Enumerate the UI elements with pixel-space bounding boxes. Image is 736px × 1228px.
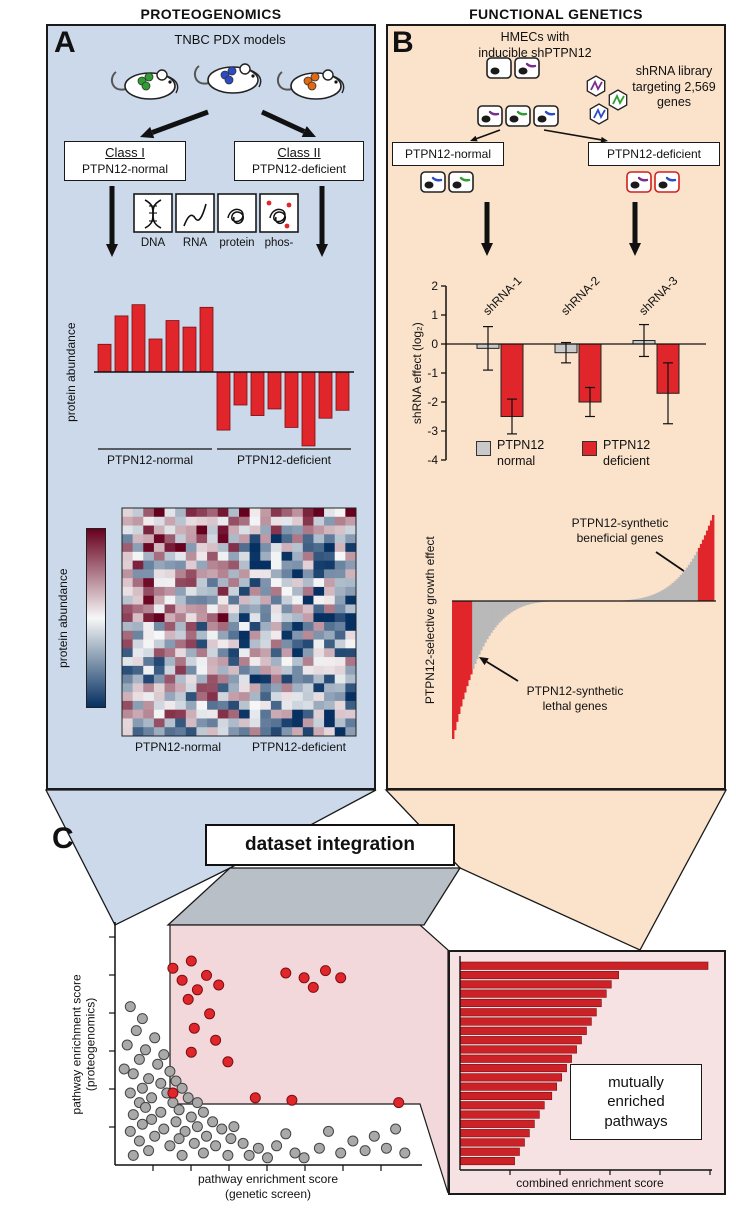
heatmap-group-deficient-label: PTPN12-deficient — [251, 740, 347, 754]
legend-label-deficient: PTPN12 deficient — [603, 438, 651, 468]
bar-group-normal-label: PTPN12-normal — [106, 453, 194, 467]
class1-desc: PTPN12-normal — [81, 161, 169, 176]
funnel-integration — [166, 867, 462, 926]
shrna-library-note: shRNA library targeting 2,569 genes — [632, 64, 716, 110]
class1-box: Class I PTPN12-normal — [64, 141, 186, 181]
class2-name: Class II — [277, 145, 321, 161]
dataset-integration-box: dataset integration — [205, 824, 455, 866]
scatter-ylabel: pathway enrichment score (proteogenomics… — [69, 974, 98, 1115]
funnel-genetics — [384, 789, 728, 951]
legend-label-normal: PTPN12 normal — [497, 438, 545, 468]
panel-b-header: FUNCTIONAL GENETICS — [469, 6, 643, 22]
funnel-enriched-quadrant — [169, 924, 449, 1194]
combined-xlabel: combined enrichment score — [516, 1176, 664, 1190]
heatmap-colorbar — [86, 528, 106, 708]
growth-effect-axis-label: PTPN12-selective growth effect — [422, 536, 437, 705]
pathway-scatter-chart — [109, 922, 422, 1171]
beneficial-genes-annotation: PTPN12-synthetic beneficial genes — [571, 516, 669, 545]
hmec-title: HMECs with inducible shPTPN12 — [478, 30, 592, 60]
legend-swatch-normal — [476, 441, 491, 456]
omics-label-protein: protein — [219, 237, 255, 249]
b-deficient-box: PTPN12-deficient — [588, 142, 720, 166]
class1-name: Class I — [105, 145, 145, 161]
lethal-genes-annotation: PTPN12-synthetic lethal genes — [526, 684, 624, 713]
bar-group-deficient-label: PTPN12-deficient — [236, 453, 332, 467]
pdx-models-title: TNBC PDX models — [174, 32, 286, 47]
b-normal-box: PTPN12-normal — [392, 142, 504, 166]
class2-box: Class II PTPN12-deficient — [234, 141, 364, 181]
heatmap-group-normal-label: PTPN12-normal — [134, 740, 222, 754]
protein-abundance-axis-label: protein abundance — [63, 322, 78, 422]
shrna-effect-axis-label: shRNA effect (log₂) — [409, 322, 424, 425]
panel-a-letter: A — [54, 26, 76, 59]
panel-b-letter: B — [392, 26, 414, 59]
panel-a-header: PROTEOGENOMICS — [140, 6, 282, 22]
class2-desc: PTPN12-deficient — [251, 161, 347, 176]
legend-swatch-deficient — [582, 441, 597, 456]
omics-label-rna: RNA — [182, 237, 208, 249]
omics-label-phos: phos- — [264, 237, 294, 249]
colorbar-label: protein abundance — [55, 568, 70, 668]
mutually-enriched-box: mutually enriched pathways — [570, 1064, 702, 1140]
scatter-xlabel: pathway enrichment score (genetic screen… — [197, 1172, 339, 1201]
omics-label-dna: DNA — [140, 237, 166, 249]
panel-c-letter: C — [52, 822, 74, 855]
